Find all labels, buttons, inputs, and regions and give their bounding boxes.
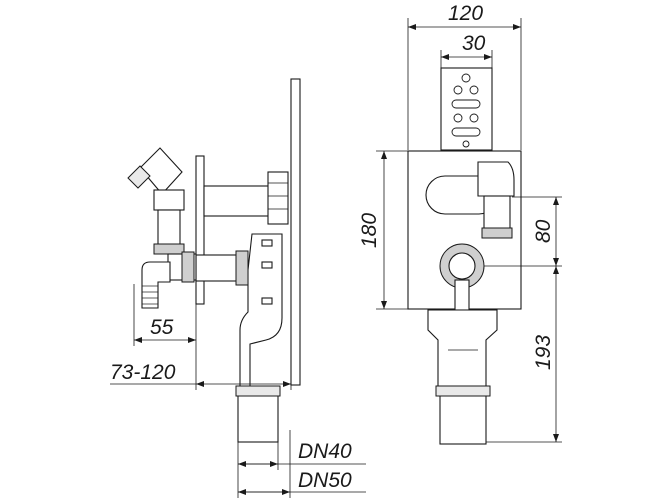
upper-fitting (267, 171, 289, 225)
dim-dn40-label: DN40 (298, 440, 352, 463)
dim-80-label: 80 (532, 219, 555, 243)
upper-valve (477, 161, 515, 239)
dim-120-label: 120 (448, 2, 483, 25)
front-siphon (427, 309, 498, 393)
dim-73-120-label: 73-120 (110, 361, 176, 384)
drain-pipe (237, 391, 279, 443)
dim-193-label: 193 (532, 335, 555, 370)
dim-dn50-label: DN50 (298, 469, 352, 492)
middle-nut (235, 250, 249, 286)
tap-assembly (127, 147, 197, 309)
bracket-holes (451, 73, 481, 148)
wall-plate (290, 78, 301, 386)
siphon-slots (261, 239, 273, 305)
lower-outlet-nozzle (454, 279, 470, 311)
dim-180-label: 180 (358, 213, 381, 248)
front-view (407, 67, 522, 445)
upper-fitting-marks (268, 182, 288, 210)
dim-55-label: 55 (150, 316, 174, 339)
side-view (127, 78, 301, 443)
front-drain-collar (435, 385, 491, 397)
drain-pipe-collar (235, 385, 281, 397)
dimension-labels: 120 30 180 80 193 55 73-120 DN40 DN50 (110, 2, 555, 492)
dimension-lines (110, 18, 562, 498)
lower-outlet-inner (448, 252, 476, 280)
cover-plate (195, 155, 205, 305)
front-drain-pipe (439, 391, 487, 445)
upper-tube (203, 185, 275, 217)
dim-30-label: 30 (462, 32, 486, 55)
